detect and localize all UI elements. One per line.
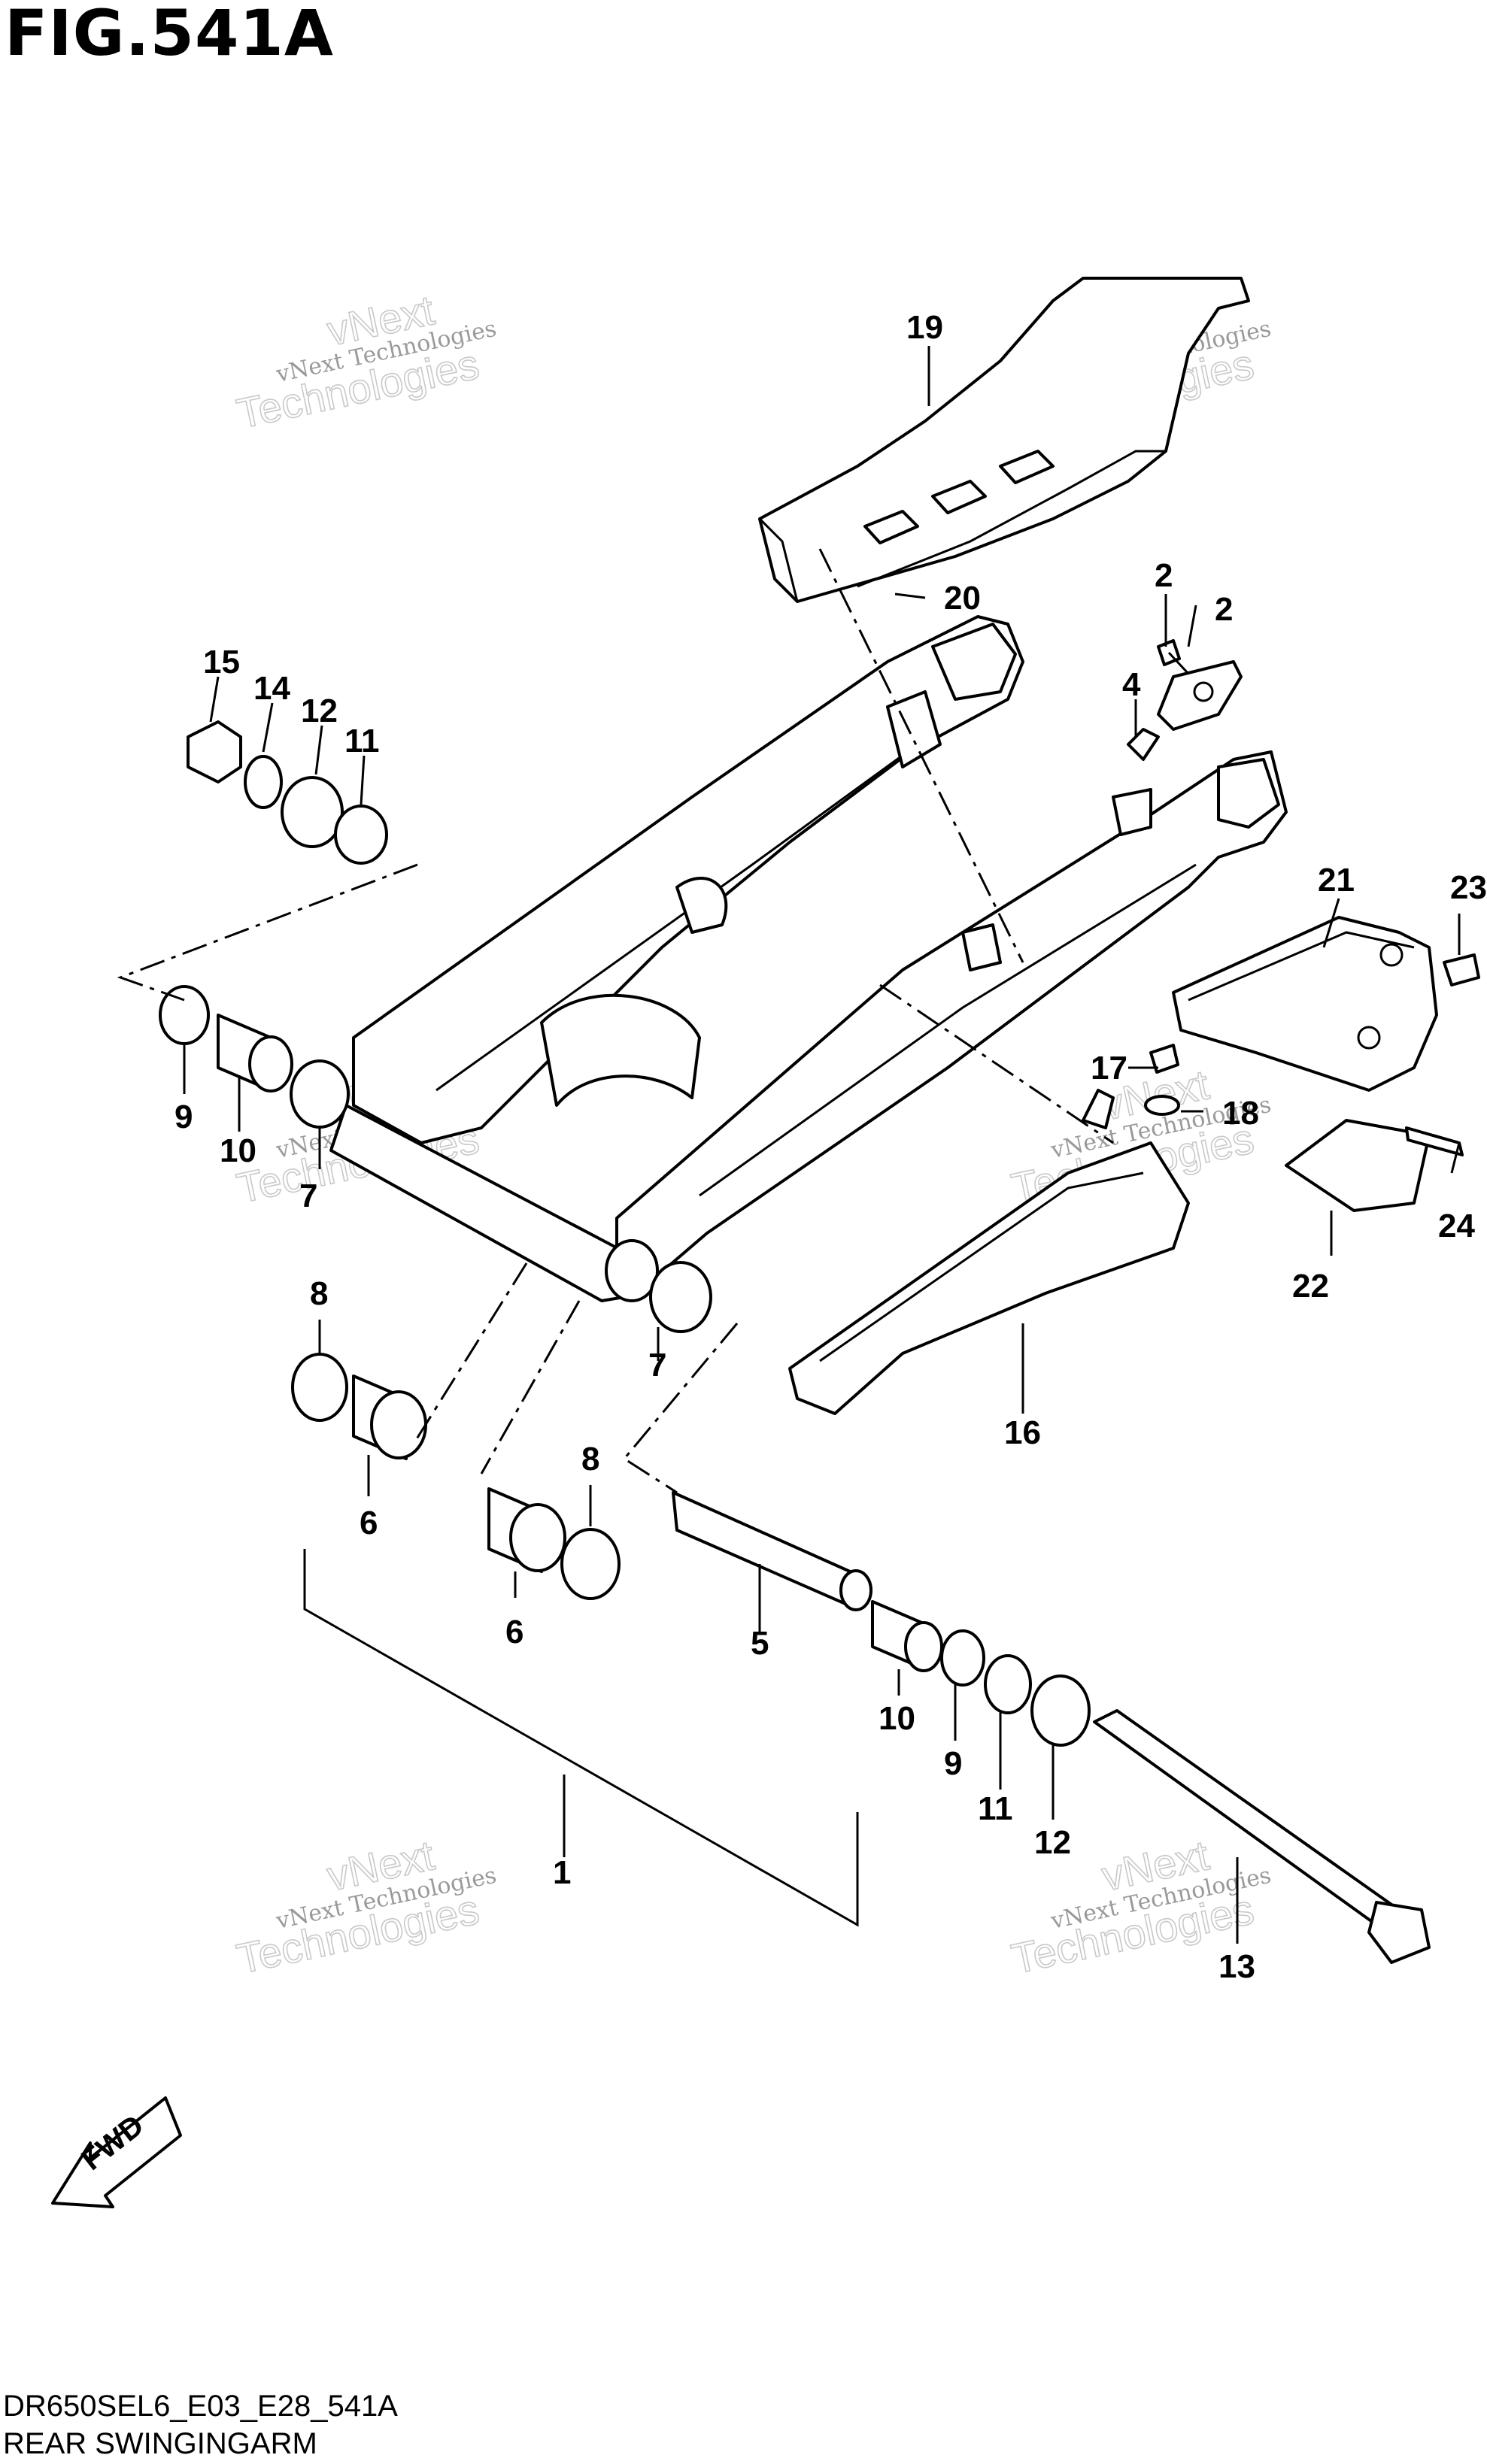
spacer-12-right (1030, 1674, 1091, 1747)
washer-11-left (334, 805, 388, 865)
diagram-caption: REAR SWINGINGARM (3, 2427, 317, 2460)
figure-title: FIG.541A (5, 0, 334, 70)
callout-numbers: 19 20 2 1 2 3 4 21 23 24 22 17 18 16 15 … (174, 309, 1487, 1985)
callout-10-right: 10 (879, 1700, 915, 1737)
bolt-3 (1157, 639, 1190, 675)
callout-21: 21 (1318, 862, 1355, 899)
callout-2-label: 2 (1215, 591, 1233, 628)
seal-8-left (291, 1353, 348, 1422)
washer-14 (244, 755, 283, 809)
callout-12-left: 12 (301, 693, 338, 729)
chain-guide-cover (1285, 1119, 1431, 1212)
collar-10-right (871, 1600, 943, 1672)
pivot-spacer-5 (672, 1491, 872, 1611)
chain-guide-bracket (1157, 660, 1243, 731)
callout-10-left: 10 (220, 1132, 256, 1169)
bearing-6-right (487, 1487, 566, 1573)
leader-lines (183, 346, 1461, 1944)
seal-8-right (560, 1528, 621, 1600)
callout-11-left: 11 (344, 723, 380, 759)
callout-22: 22 (1292, 1268, 1329, 1305)
nut-15 (187, 720, 242, 783)
callout-4-label: 4 (1122, 666, 1141, 703)
callout-3: 2 (1155, 557, 1173, 594)
watermark-bottom-left: vNext Technologies vNext Technologies (232, 1830, 499, 1983)
washer-18 (1144, 1095, 1180, 1116)
callout-8-left: 8 (310, 1275, 328, 1312)
callout-14: 14 (253, 670, 290, 707)
bearing-7-right (649, 1261, 712, 1333)
callout-20: 20 (944, 580, 981, 617)
callout-5: 5 (751, 1625, 769, 1662)
callout-8-right: 8 (581, 1441, 599, 1477)
callout-16: 16 (1004, 1414, 1041, 1451)
chain-guide-support (1172, 916, 1438, 1092)
callout-11-right: 11 (978, 1790, 1013, 1827)
callout-24: 24 (1438, 1208, 1475, 1244)
pivot-bolt-13 (1093, 1709, 1431, 1964)
bearing-7-left (290, 1059, 350, 1129)
chain-buffer (788, 1089, 1190, 1415)
bearing-6-left (352, 1374, 427, 1460)
callout-23: 23 (1450, 869, 1487, 906)
callout-17: 17 (1091, 1050, 1127, 1087)
assembly-center-lines (117, 548, 1114, 1494)
swingarm-lower-arm (615, 750, 1288, 1280)
chain-case (758, 277, 1250, 603)
callout-7-left: 7 (299, 1177, 317, 1214)
bolt-24 (1405, 1126, 1464, 1156)
callout-18: 18 (1222, 1095, 1259, 1132)
screw-17 (1149, 1044, 1179, 1074)
callout-6-right: 6 (505, 1614, 523, 1650)
forward-direction-arrow: FWD (51, 2096, 182, 2208)
seal-9-right (940, 1629, 985, 1687)
callout-15: 15 (203, 644, 240, 680)
callout-6-left: 6 (360, 1505, 378, 1541)
washer-11-right (984, 1654, 1032, 1714)
swingarm-pivot-tube (329, 877, 728, 1302)
model-code: DR650SEL6_E03_E28_541A (3, 2390, 398, 2423)
spacer-12-left (281, 776, 344, 848)
collar-10-left (217, 1014, 293, 1093)
callout-7-right: 7 (648, 1347, 666, 1384)
callout-13: 13 (1218, 1948, 1255, 1985)
callout-19: 19 (906, 309, 943, 346)
seal-9-left (159, 985, 210, 1045)
callout-9-right: 9 (944, 1745, 962, 1782)
callout-1: 1 (553, 1854, 571, 1891)
bolt-4 (1127, 728, 1160, 761)
bolt-23 (1443, 953, 1480, 987)
callout-12-right: 12 (1034, 1824, 1071, 1861)
watermark-top-left: vNext Technologies vNext Technologies (232, 285, 499, 438)
callout-9-left: 9 (174, 1099, 193, 1135)
